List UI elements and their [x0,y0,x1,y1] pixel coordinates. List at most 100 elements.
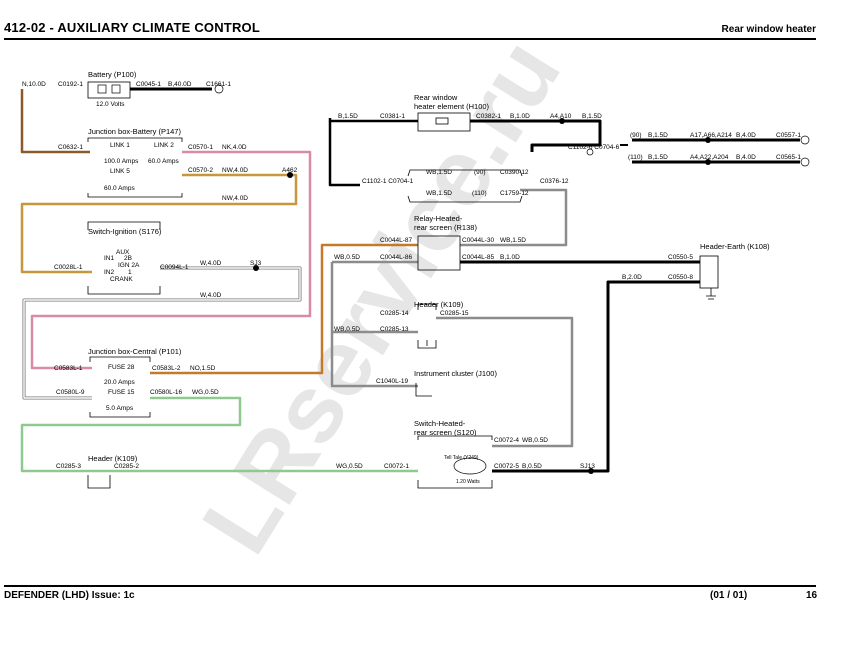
header-rule [4,38,816,40]
pin-label: C0028L-1 [54,264,83,271]
splice-dot-a462 [287,172,293,178]
ground-icon [706,288,716,300]
heater-element-symbol [435,117,449,125]
switch-terminal: CRANK [110,276,133,283]
pin-label: C0580L-16 [150,389,183,396]
header-left-label: Header (K109) [88,454,138,463]
earth-label: Header-Earth (K108) [700,242,770,251]
wire-white-w4-outer [22,266,302,400]
connector-icon [586,148,594,156]
jb-central-bracket [89,356,151,418]
switch-terminal: 1 [128,269,132,276]
wire-label: WB,1.5D [426,169,452,176]
fuse-rating: 20.0 Amps [104,379,135,386]
splice-dot-a4a10 [559,118,565,124]
wire-label: WB,1.5D [500,237,526,244]
pin-label: C0285-13 [380,326,409,333]
pin-label: C0570-1 [188,144,213,151]
splice-label: A4,A10 [550,113,572,120]
pin-label: C0382-1 [476,113,501,120]
relay-label-line2: rear screen (R138) [414,223,477,232]
pin-label: C0557-1 [776,132,801,139]
variant-label: (110) [628,154,643,161]
watermark: LRservice.ru [182,21,581,571]
wire-label: B,4.0D [736,154,756,161]
tell-tale-lamp-icon [453,457,487,475]
link-label: LINK 2 [154,142,174,149]
wire-label: B,1.5D [582,113,602,120]
link-label: LINK 5 [110,168,130,175]
heater-box [417,112,471,132]
wire-label: B,40.0D [168,81,192,88]
header-left-bracket [87,475,111,489]
cluster-label: Instrument cluster (J100) [414,369,497,378]
wire-label: WB,1.5D [426,190,452,197]
wire-label: NK,4.0D [222,144,247,151]
header-mid-label: Header (K109) [414,300,464,309]
splice-label: SJ13 [580,463,595,470]
link-rating: 60.0 Amps [104,185,135,192]
pin-label: C0580L-9 [56,389,85,396]
pin-label: C0550-5 [668,254,693,261]
pin-label: C0044L-87 [380,237,413,244]
wire-label: WG,0.5D [336,463,363,470]
variant-label: (110) [472,190,487,197]
wire-label: WB,0.5D [334,254,360,261]
tell-tale-watts: 1.20 Watts [456,479,480,485]
wire-grey-wb15 [460,188,568,247]
links-block-bracket [407,169,523,203]
pin-label: C1040L-19 [376,378,409,385]
header-mid-bracket [417,303,437,349]
wire-black-heater-out [470,119,602,152]
wire-label: NW,4.0D [222,167,248,174]
heater-label-line2: heater element (H100) [414,102,490,111]
footer-sheet: (01 / 01) [710,590,748,601]
pin-label: C0044L-85 [462,254,495,261]
splice-label: A4,A22,A204 [690,154,729,161]
jb-battery-label: Junction box-Battery (P147) [88,127,181,136]
pin-label: C0285-3 [56,463,81,470]
tell-tale-label: Tell Tale (Y249) [444,455,479,461]
pin-label: C0072-4 [494,437,519,444]
pin-label: C1102-1 C0704-1 [362,178,414,185]
switch-terminal: IGN 2A [118,262,140,269]
wire-label: NO,1.5D [190,365,216,372]
end-connector-icon [214,84,224,94]
splice-label: A462 [282,167,298,174]
page-title: Rear window heater [721,24,816,35]
pin-label: C0632-1 [58,144,83,151]
end-connector-icon [800,135,810,145]
wire-label: B,0.5D [522,463,542,470]
wire-label: B,2.0D [622,274,642,281]
wire-green-wg05 [20,396,418,473]
jb-battery-bracket [87,137,183,198]
wire-label: NW,4.0D [222,195,248,202]
battery-label: Battery (P100) [88,70,137,79]
pin-label: C0285-15 [440,310,469,317]
wire-label: N,10.0D [22,81,46,88]
battery-box [87,81,131,99]
splice-dot-90 [705,137,711,143]
battery-cell-icon [97,84,107,94]
pin-label: C0390-12 [500,169,529,176]
pin-label: C0072-5 [494,463,519,470]
switch-terminal: IN2 [104,269,115,276]
battery-voltage: 12.0 Volts [96,101,125,108]
pin-label: C1759-12 [500,190,529,197]
splice-dot-sj3 [253,265,259,271]
splice-label: A17,A66,A214 [690,132,732,139]
pin-label: C0192-1 [58,81,83,88]
variant-label: (90) [474,169,486,176]
switch-bracket [417,435,493,489]
wire-white-w4-inner [23,267,301,399]
wire-grey-wb05-switch [436,316,574,448]
pin-label: C1102-6 C0704-6 [568,144,620,151]
pin-label: C0583L-2 [152,365,181,372]
wire-orange-no15 [150,243,418,375]
pin-label: C0570-2 [188,167,213,174]
pin-label: C1661-1 [206,81,231,88]
pin-label: C0381-1 [380,113,405,120]
wire-label: W,4.0D [200,292,222,299]
switch-terminal: IN1 [104,255,115,262]
wire-label: B,1.5D [338,113,358,120]
